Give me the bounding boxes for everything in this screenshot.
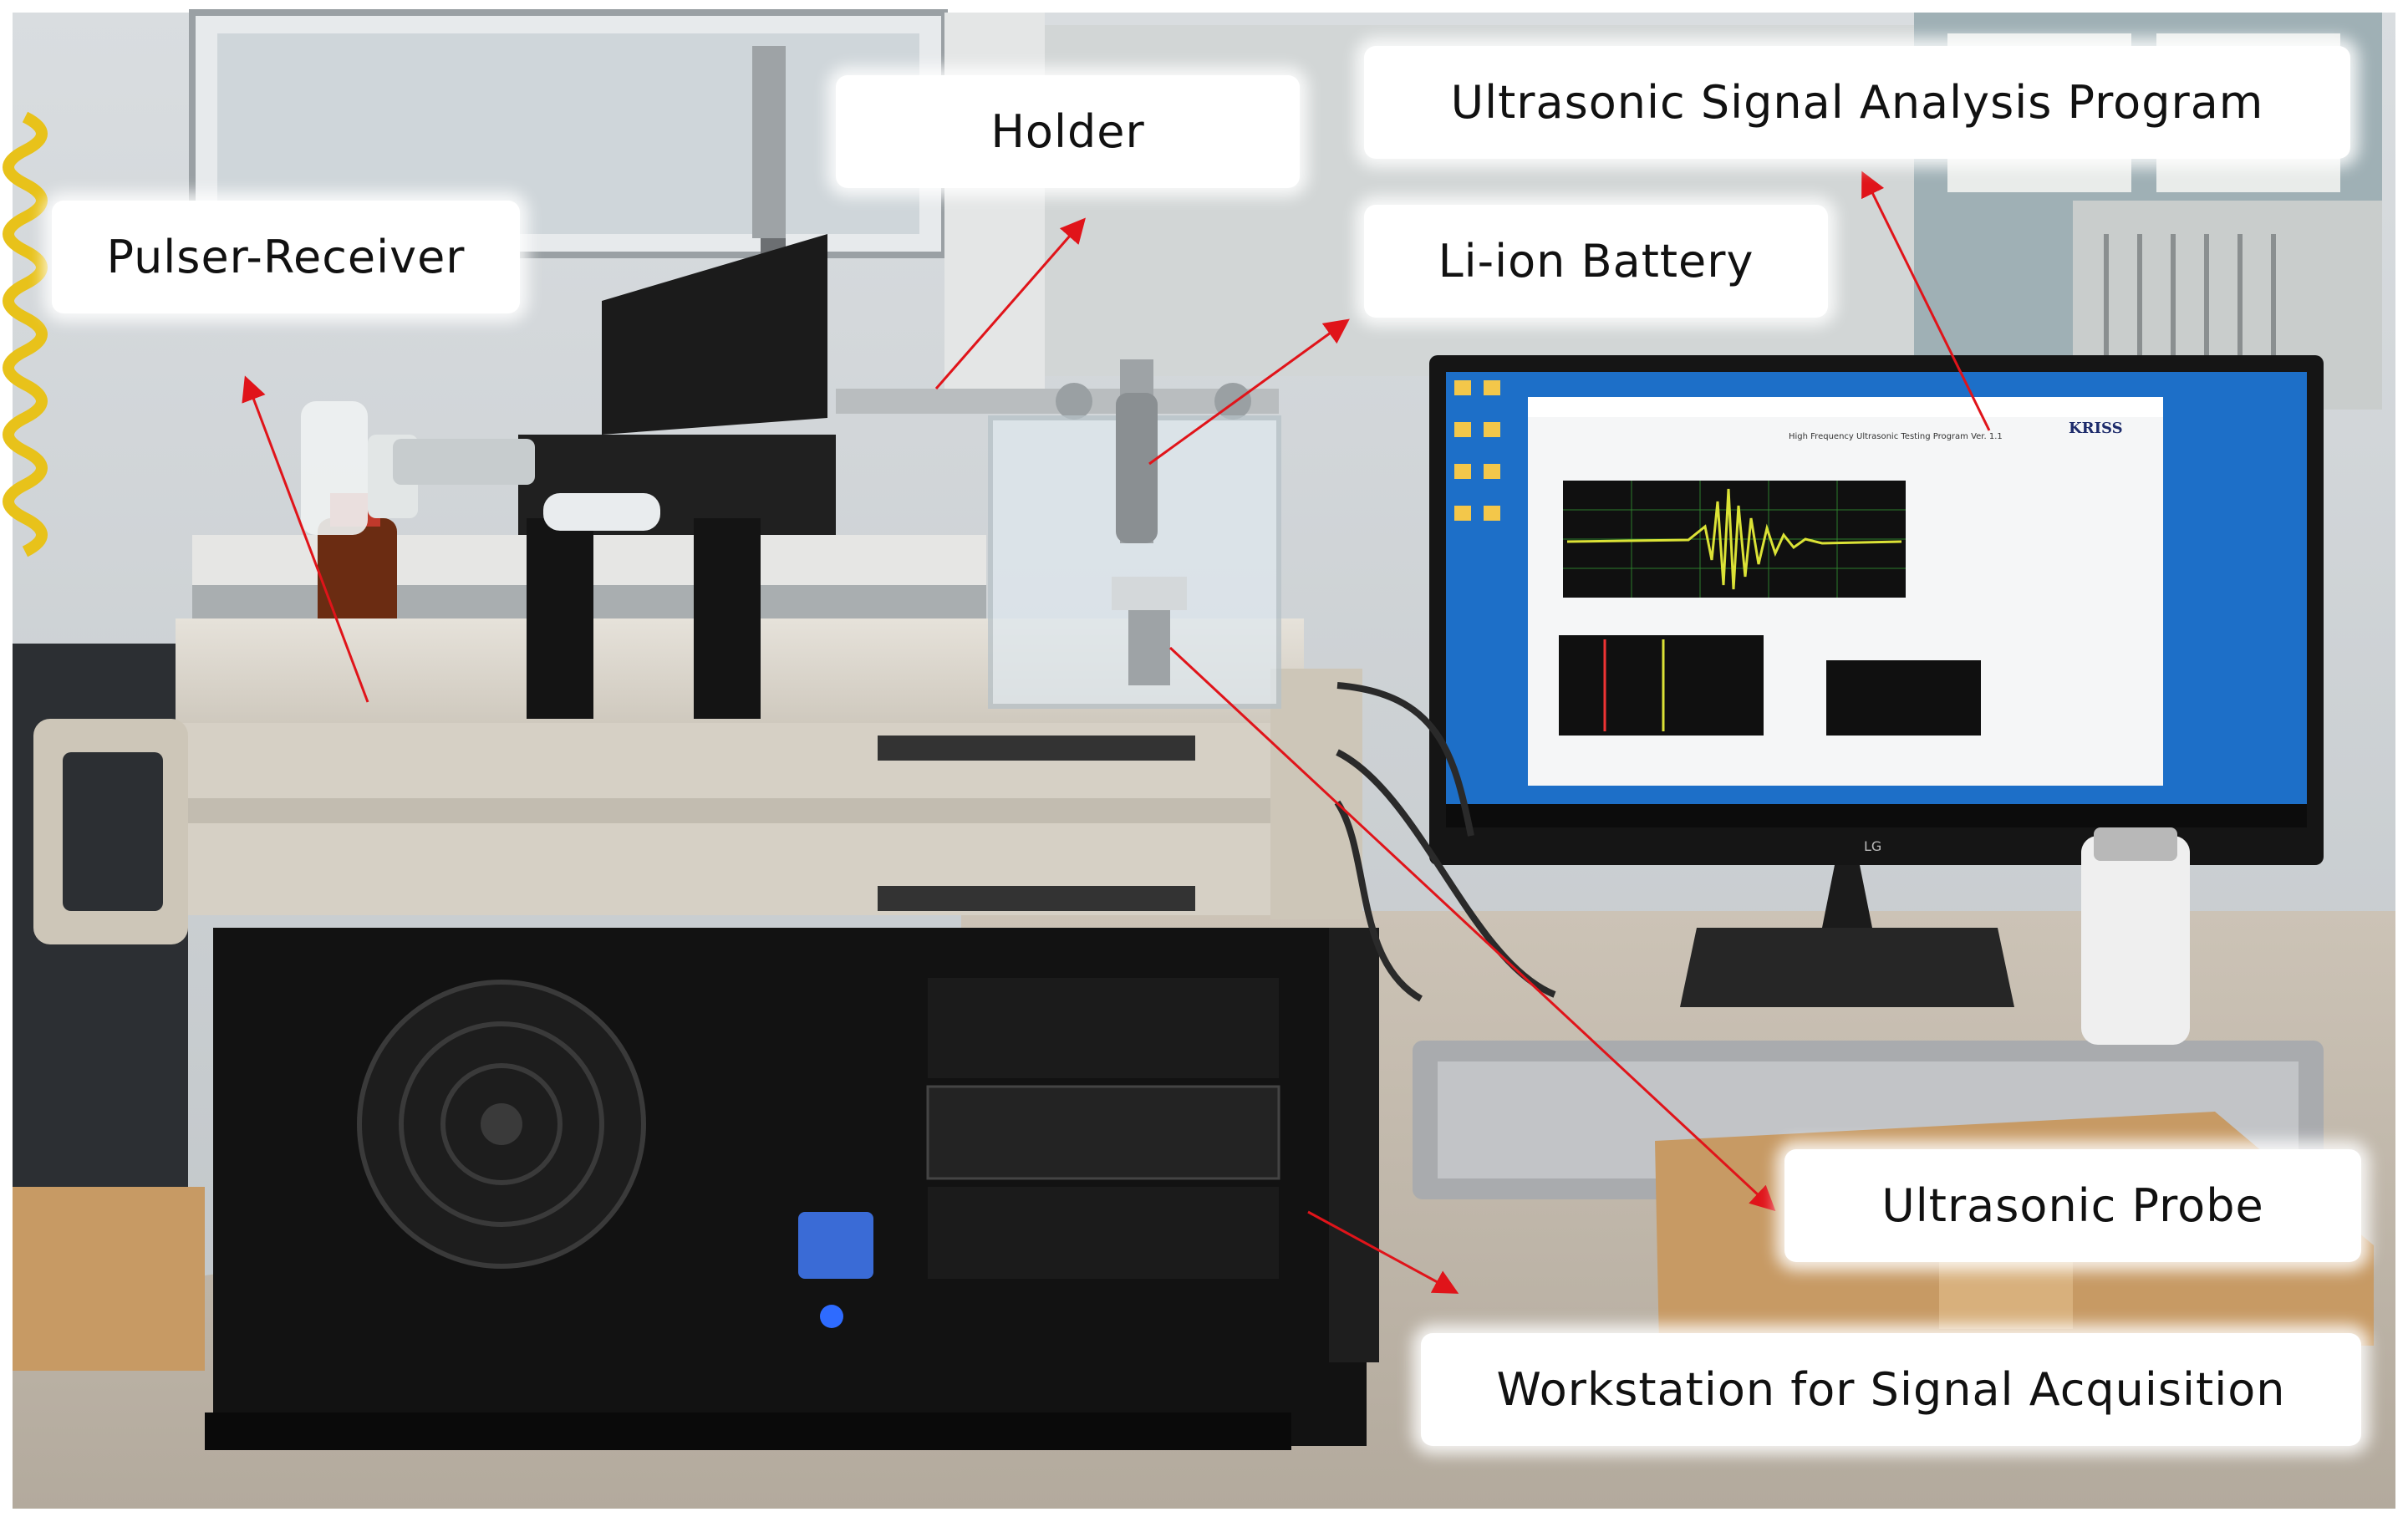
peak-plot — [1826, 660, 1981, 736]
water-tank — [988, 359, 1281, 709]
arrow-ultrasonic-probe — [1168, 646, 1776, 1212]
label-workstation: Workstation for Signal Acquisition — [1421, 1333, 2361, 1446]
water-bottle — [2081, 836, 2190, 1045]
arrow-li-ion-battery — [1148, 318, 1350, 466]
monitor: High Frequency Ultrasonic Testing Progra… — [1429, 355, 2324, 1007]
label-pulser-receiver: Pulser-Receiver — [52, 201, 520, 313]
li-ion-battery-cell — [1116, 393, 1158, 543]
arrow-holder — [934, 217, 1086, 389]
frequency-spectrum-plot — [1559, 635, 1764, 736]
program-title-text: High Frequency Ultrasonic Testing Progra… — [1789, 432, 2003, 441]
kriss-logo: KRISS — [2069, 420, 2123, 437]
holder-stage — [393, 46, 1279, 719]
workstation-pc — [205, 928, 1379, 1450]
label-analysis-program: Ultrasonic Signal Analysis Program — [1364, 46, 2350, 159]
arrow-analysis-program — [1861, 171, 1991, 431]
label-holder: Holder — [836, 75, 1300, 188]
label-li-ion-battery: Li-ion Battery — [1364, 205, 1828, 318]
monitor-brand: LG — [1864, 838, 1881, 854]
annotation-arrows — [242, 171, 1991, 1294]
label-ultrasonic-probe: Ultrasonic Probe — [1784, 1149, 2361, 1262]
arrow-pulser-receiver — [242, 375, 369, 703]
arrow-workstation — [1307, 1210, 1459, 1294]
